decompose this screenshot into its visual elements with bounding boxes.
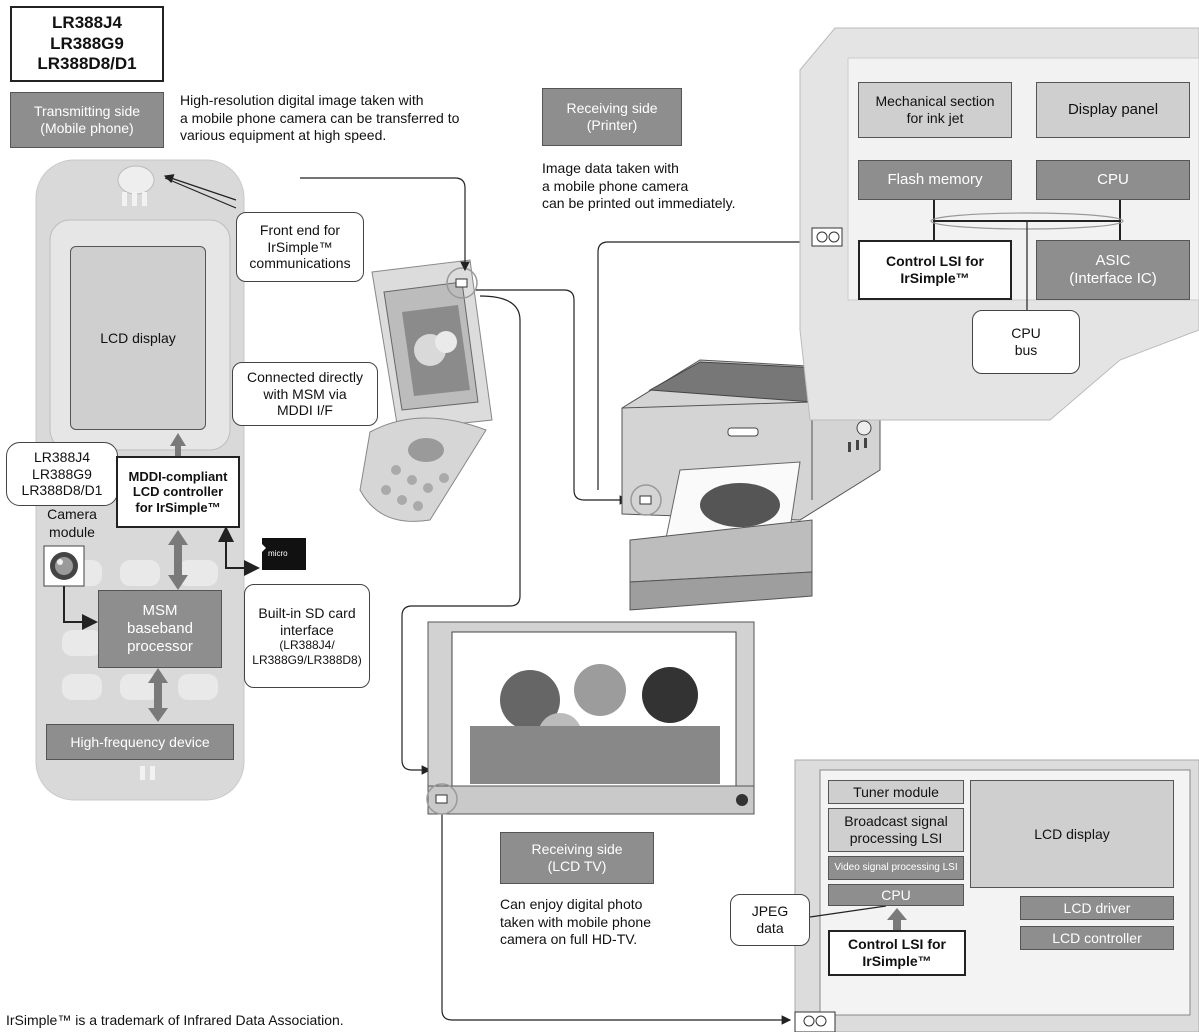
ir-link-lines	[163, 174, 810, 1025]
printer-control-lsi: Control LSI for IrSimple™	[858, 240, 1012, 300]
tv-illustration	[426, 621, 755, 815]
phone-models-callout: LR388J4 LR388G9 LR388D8/D1	[6, 442, 118, 506]
receiving-side-tv-label: Receiving side (LCD TV)	[500, 832, 654, 884]
camera-lens-icon	[43, 545, 85, 587]
receiving-side-printer-label: Receiving side (Printer)	[542, 88, 682, 146]
tv-cpu: CPU	[828, 884, 964, 906]
tv-tuner-module: Tuner module	[828, 780, 964, 804]
trademark-note: IrSimple™ is a trademark of Infrared Dat…	[6, 1012, 344, 1028]
msm-baseband-processor: MSM baseband processor	[98, 590, 222, 668]
transmitting-side-description: High-resolution digital image taken with…	[180, 92, 460, 143]
tv-video-signal-lsi: Video signal processing LSI	[828, 856, 964, 880]
phone-lcd-display: LCD display	[70, 246, 206, 430]
mddi-connection-callout: Connected directly with MSM via MDDI I/F	[232, 362, 378, 426]
models-box: LR388J4 LR388G9 LR388D8/D1	[10, 6, 164, 82]
mddi-lcd-controller: MDDI-compliant LCD controller for IrSimp…	[116, 456, 240, 528]
flip-phone-illustration	[359, 259, 493, 522]
tv-broadcast-signal-lsi: Broadcast signal processing LSI	[828, 808, 964, 852]
front-end-callout: Front end for IrSimple™ communications	[236, 212, 364, 282]
sd-card-callout: Built-in SD card interface (LR388J4/ LR3…	[244, 584, 370, 688]
tv-lcd-controller: LCD controller	[1020, 926, 1174, 950]
camera-module-label: Camera module	[47, 506, 97, 540]
jpeg-data-callout: JPEG data	[730, 894, 810, 946]
receiving-side-tv-description: Can enjoy digital photo taken with mobil…	[500, 896, 651, 947]
phone-internal-arrows	[63, 433, 260, 722]
sd-card-icon: micro	[262, 538, 306, 570]
printer-flash-memory: Flash memory	[858, 160, 1012, 200]
svg-text:micro: micro	[268, 549, 288, 558]
printer-cpu: CPU	[1036, 160, 1190, 200]
receiving-side-printer-description: Image data taken with a mobile phone cam…	[542, 160, 736, 211]
sd-card-models-text: (LR388J4/ LR388G9/LR388D8)	[252, 638, 362, 667]
printer-asic: ASIC (Interface IC)	[1036, 240, 1190, 300]
printer-display-panel: Display panel	[1036, 82, 1190, 138]
high-frequency-device: High-frequency device	[46, 724, 234, 760]
tv-control-lsi: Control LSI for IrSimple™	[828, 930, 966, 976]
tv-lcd-driver: LCD driver	[1020, 896, 1174, 920]
transmitting-side-label: Transmitting side (Mobile phone)	[10, 92, 164, 148]
sd-card-interface-text: Built-in SD card interface	[258, 604, 356, 638]
tv-lcd-display: LCD display	[970, 780, 1174, 888]
mechanical-section-ink-jet: Mechanical section for ink jet	[858, 82, 1012, 138]
cpu-bus-callout: CPU bus	[972, 310, 1080, 374]
